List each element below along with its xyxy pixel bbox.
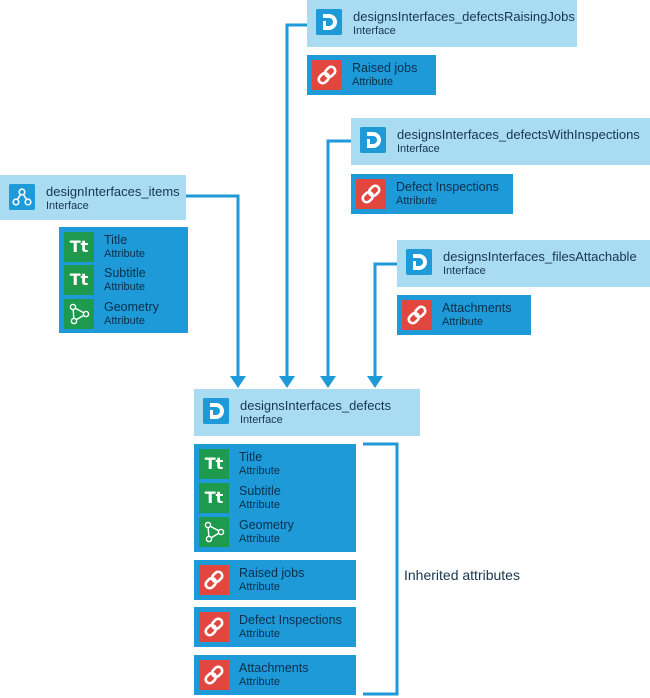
defects-inspections-attributes: Defect Inspections Attribute	[194, 607, 356, 647]
attribute-type: Attribute	[239, 676, 280, 688]
attribute-type: Attribute	[239, 465, 280, 477]
interface-files-attachable[interactable]: designsInterfaces_filesAttachable Interf…	[397, 240, 650, 287]
geometry-icon	[199, 517, 229, 547]
geometry-icon	[64, 299, 94, 329]
interface-raising-jobs[interactable]: designsInterfaces_defectsRaisingJobs Int…	[307, 0, 577, 47]
connector-raising-jobs-to-defects	[285, 23, 307, 378]
attribute-label: Attachments	[442, 301, 512, 315]
link-icon	[199, 565, 229, 595]
items-attributes: Tt Title Attribute Tt Subtitle Attribute…	[59, 227, 188, 333]
interface-kind: Interface	[443, 265, 486, 277]
tt-text-icon: Tt	[199, 449, 229, 479]
arrowhead-files-attachable	[367, 376, 383, 388]
attribute-label: Title	[104, 233, 128, 247]
node-graph-icon	[9, 184, 35, 210]
interface-name: designsInterfaces_filesAttachable	[443, 249, 637, 264]
link-icon	[356, 179, 386, 209]
interface-defects[interactable]: designsInterfaces_defects Interface	[194, 389, 420, 436]
attribute-type: Attribute	[104, 281, 145, 293]
attribute-label: Defect Inspections	[396, 180, 499, 194]
inherited-bracket	[363, 442, 399, 696]
interface-kind: Interface	[353, 25, 396, 37]
connector-files-attachable-to-defects	[373, 262, 397, 378]
design-interface-icon	[360, 127, 386, 153]
interface-name: designsInterfaces_defectsWithInspections	[397, 127, 640, 142]
defects-attachments-attributes: Attachments Attribute	[194, 655, 356, 695]
attribute-label: Raised jobs	[239, 566, 305, 580]
attribute-label: Geometry	[239, 518, 294, 532]
attribute-label: Subtitle	[239, 484, 281, 498]
inherited-attributes-label: Inherited attributes	[404, 567, 520, 583]
arrowhead-raising-jobs	[279, 376, 295, 388]
files-attachable-attributes: Attachments Attribute	[397, 295, 531, 335]
attribute-type: Attribute	[104, 315, 145, 327]
link-icon	[199, 660, 229, 690]
attribute-type: Attribute	[104, 248, 145, 260]
interface-kind: Interface	[46, 200, 89, 212]
tt-text-icon: Tt	[64, 232, 94, 262]
interface-name: designsInterfaces_defects	[240, 398, 392, 413]
tt-text-icon: Tt	[64, 265, 94, 295]
attribute-label: Defect Inspections	[239, 613, 342, 627]
interface-kind: Interface	[397, 143, 440, 155]
connector-with-inspections-to-defects	[326, 139, 351, 378]
attribute-type: Attribute	[239, 628, 280, 640]
interface-name: designsInterfaces_defectsRaisingJobs	[353, 9, 575, 24]
raising-jobs-attributes: Raised jobs Attribute	[307, 55, 436, 95]
link-icon	[402, 300, 432, 330]
interface-with-inspections[interactable]: designsInterfaces_defectsWithInspections…	[351, 118, 650, 165]
attribute-label: Attachments	[239, 661, 309, 675]
link-icon	[199, 612, 229, 642]
link-icon	[312, 60, 342, 90]
attribute-type: Attribute	[239, 499, 280, 511]
attribute-type: Attribute	[396, 195, 437, 207]
with-inspections-attributes: Defect Inspections Attribute	[351, 174, 513, 214]
attribute-label: Raised jobs	[352, 61, 418, 75]
attribute-type: Attribute	[239, 581, 280, 593]
defects-raised-jobs-attributes: Raised jobs Attribute	[194, 560, 356, 600]
attribute-type: Attribute	[239, 533, 280, 545]
design-interface-icon	[406, 249, 432, 275]
attribute-label: Geometry	[104, 300, 159, 314]
arrowhead-with-inspections	[320, 376, 336, 388]
interface-items[interactable]: designInterfaces_items Interface	[0, 175, 186, 220]
design-interface-icon	[316, 9, 342, 35]
attribute-label: Subtitle	[104, 266, 146, 280]
design-interface-icon	[203, 398, 229, 424]
arrowhead-items	[230, 376, 246, 388]
attribute-type: Attribute	[352, 76, 393, 88]
defects-base-attributes: Tt Title Attribute Tt Subtitle Attribute…	[194, 444, 356, 552]
attribute-type: Attribute	[442, 316, 483, 328]
interface-name: designInterfaces_items	[46, 184, 180, 199]
tt-text-icon: Tt	[199, 483, 229, 513]
attribute-label: Title	[239, 450, 263, 464]
interface-kind: Interface	[240, 414, 283, 426]
connector-items-to-defects	[186, 194, 240, 378]
